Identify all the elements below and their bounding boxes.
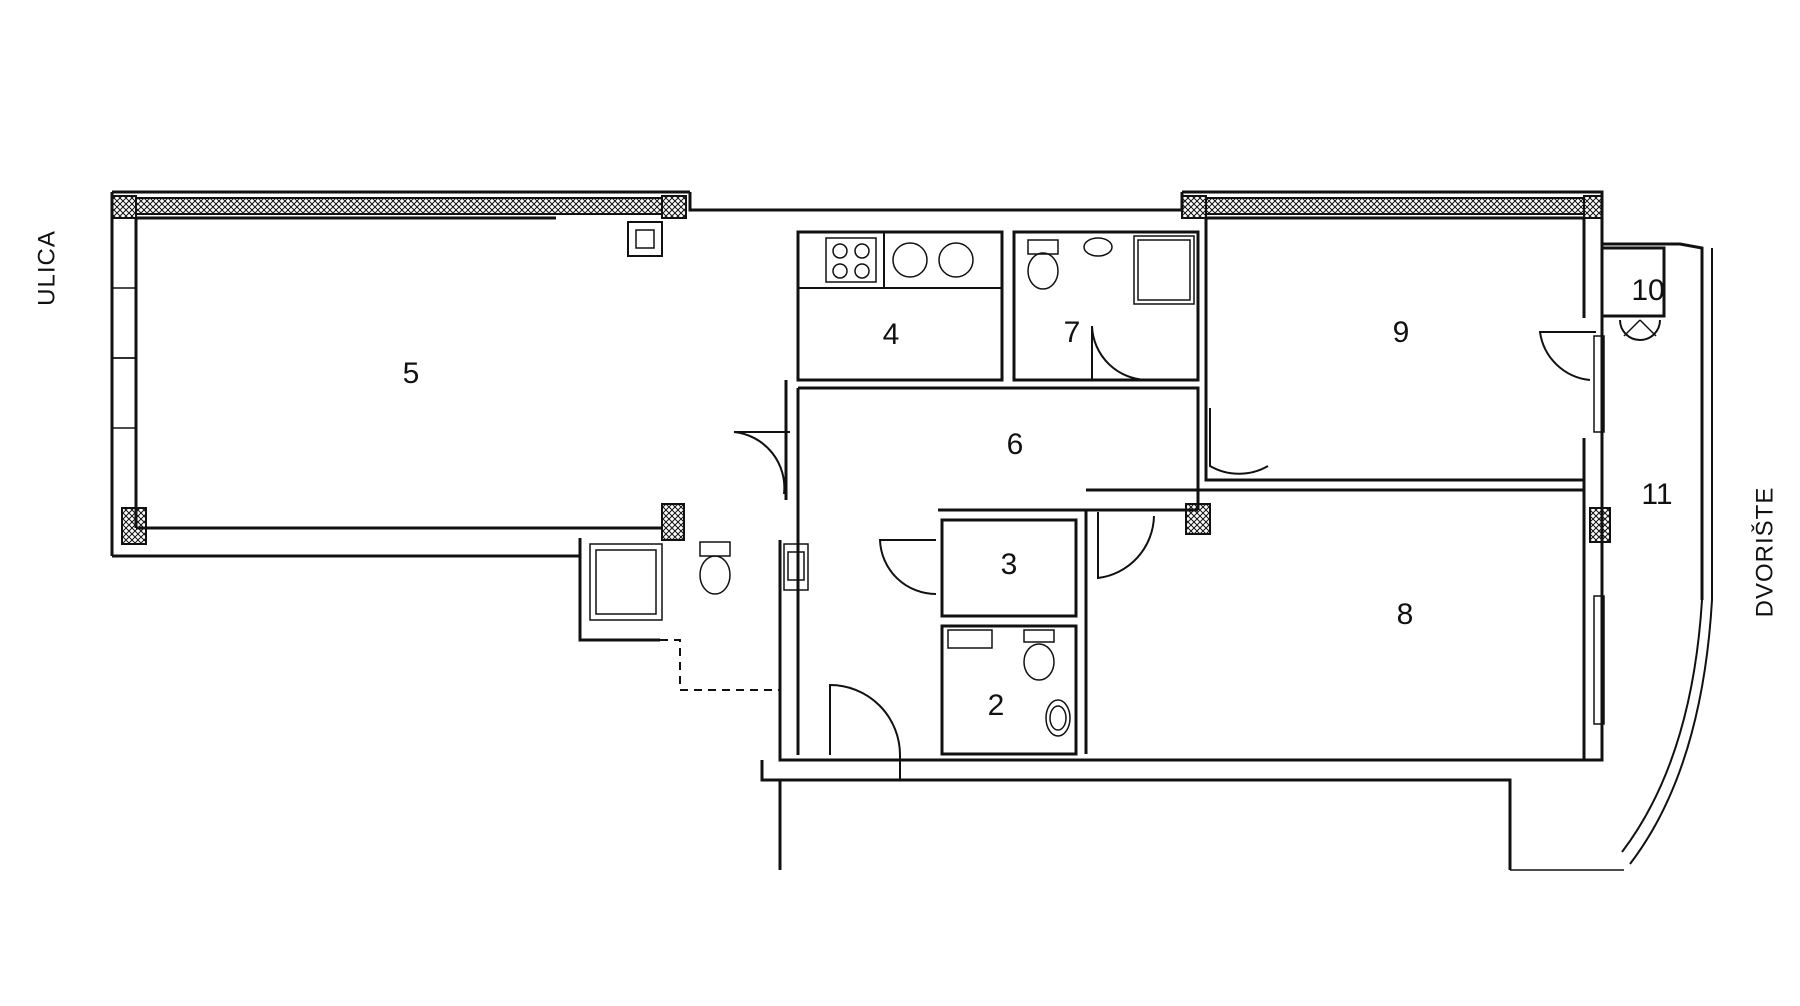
room-label-11: 11 bbox=[1641, 478, 1672, 511]
door-room-7 bbox=[1091, 325, 1149, 381]
window-left-1 bbox=[111, 287, 137, 359]
stove-icon bbox=[825, 237, 877, 283]
toilet-icon bbox=[1023, 629, 1055, 643]
door-room-5 bbox=[733, 431, 790, 495]
column bbox=[1181, 195, 1207, 219]
washer-icon bbox=[947, 629, 993, 649]
room-label-4: 4 bbox=[883, 318, 900, 351]
toilet-icon bbox=[699, 541, 731, 557]
room-label-7: 7 bbox=[1064, 316, 1081, 349]
annex-wc bbox=[589, 541, 809, 621]
column bbox=[111, 195, 137, 219]
duct bbox=[627, 221, 663, 257]
room-label-8: 8 bbox=[1397, 598, 1414, 631]
room-3-storage bbox=[878, 518, 1078, 618]
door-room-10 bbox=[1619, 319, 1661, 341]
room-8-bedroom bbox=[1084, 488, 1605, 754]
room-label-2: 2 bbox=[988, 689, 1005, 722]
shower-icon bbox=[1133, 235, 1195, 305]
room-label-3: 3 bbox=[1001, 548, 1018, 581]
window-left-2 bbox=[111, 357, 137, 429]
yard-label: DVORIŠTE bbox=[1750, 487, 1778, 618]
window-room-9 bbox=[1593, 335, 1605, 433]
door-room-8 bbox=[1097, 512, 1155, 580]
room-10-closet bbox=[1600, 246, 1666, 341]
sink-icon bbox=[892, 242, 928, 278]
toilet-icon bbox=[1027, 239, 1059, 255]
facade-strip-left bbox=[135, 197, 663, 215]
room-label-5: 5 bbox=[403, 357, 420, 390]
column bbox=[1583, 195, 1603, 219]
door-room-3 bbox=[878, 539, 937, 595]
room-7-bathroom bbox=[1012, 230, 1200, 382]
room-label-6: 6 bbox=[1007, 428, 1024, 461]
window-room-8 bbox=[1593, 595, 1605, 725]
street-label: ULICA bbox=[33, 230, 60, 306]
door-room-9-east bbox=[1538, 331, 1596, 381]
washbasin-icon bbox=[1045, 699, 1071, 737]
column bbox=[1589, 507, 1611, 543]
room-2-wc bbox=[940, 624, 1078, 756]
facade-strip-right bbox=[1205, 197, 1585, 215]
room-11-balcony bbox=[1510, 242, 1713, 871]
room-label-9: 9 bbox=[1393, 316, 1410, 349]
structural-columns bbox=[111, 195, 1611, 545]
column bbox=[661, 195, 687, 219]
outer-walls bbox=[110, 190, 1604, 870]
sink-icon bbox=[938, 242, 974, 278]
column bbox=[121, 507, 147, 545]
room-6-hall bbox=[796, 386, 1200, 755]
room-label-10: 10 bbox=[1631, 274, 1664, 307]
door-room-9 bbox=[1209, 408, 1269, 475]
column bbox=[661, 503, 685, 541]
washbasin-icon bbox=[1083, 237, 1113, 257]
entry-door bbox=[829, 683, 901, 756]
room-4-kitchen bbox=[796, 230, 1004, 382]
